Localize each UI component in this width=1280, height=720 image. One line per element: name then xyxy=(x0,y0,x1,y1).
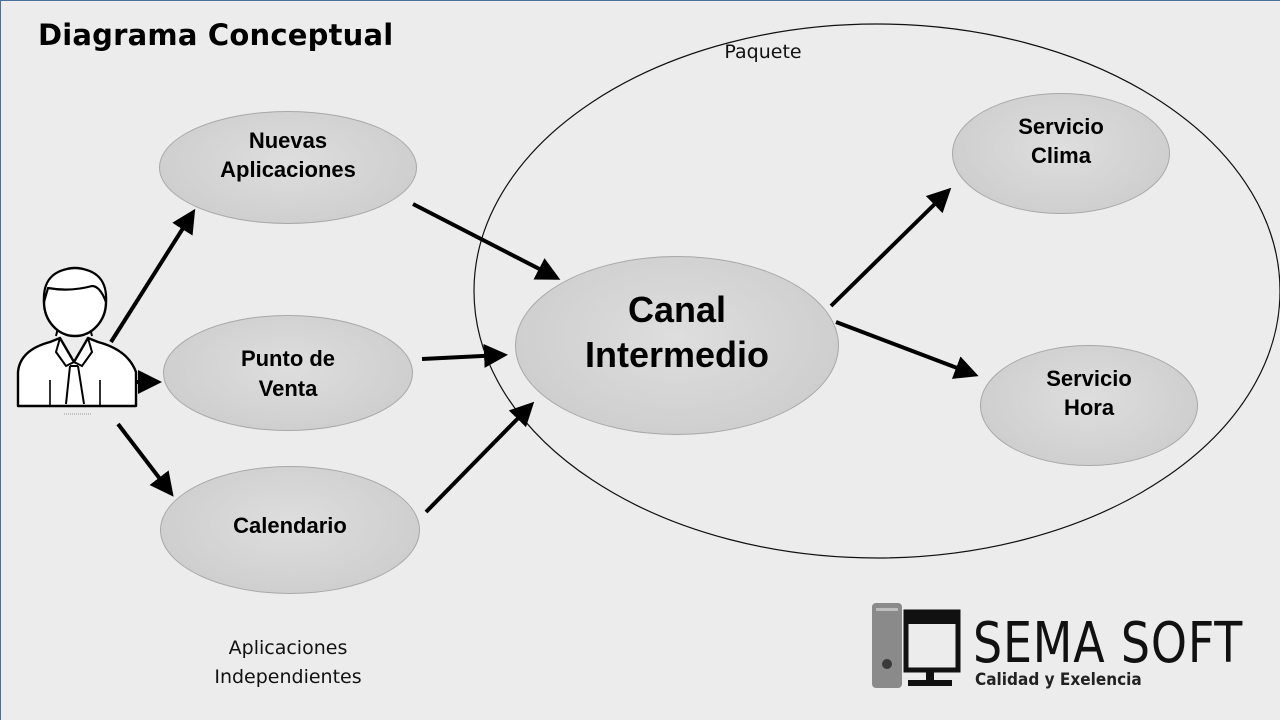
computer-logo-icon xyxy=(872,603,961,688)
arrow-nuevas-to-canal xyxy=(412,202,561,280)
arrow-canal-to-clima xyxy=(829,187,952,308)
package-label: Paquete xyxy=(724,41,802,63)
arrow-calendario-to-canal xyxy=(424,401,535,514)
logo-name: SEMA SOFT xyxy=(973,611,1244,676)
arrow-canal-to-hora xyxy=(835,320,979,379)
arrow-user-to-calendario xyxy=(116,422,174,497)
logo-tagline: Calidad y Exelencia xyxy=(975,670,1142,690)
user-icon xyxy=(16,266,138,415)
arrow-punto-to-canal xyxy=(421,343,508,368)
node-calendario: Calendario xyxy=(160,466,420,594)
node-label: Calendario xyxy=(233,513,347,538)
diagram-title: Diagrama Conceptual xyxy=(38,18,394,52)
arrow-user-to-nuevas xyxy=(109,208,196,344)
package-boundary xyxy=(473,23,1280,559)
